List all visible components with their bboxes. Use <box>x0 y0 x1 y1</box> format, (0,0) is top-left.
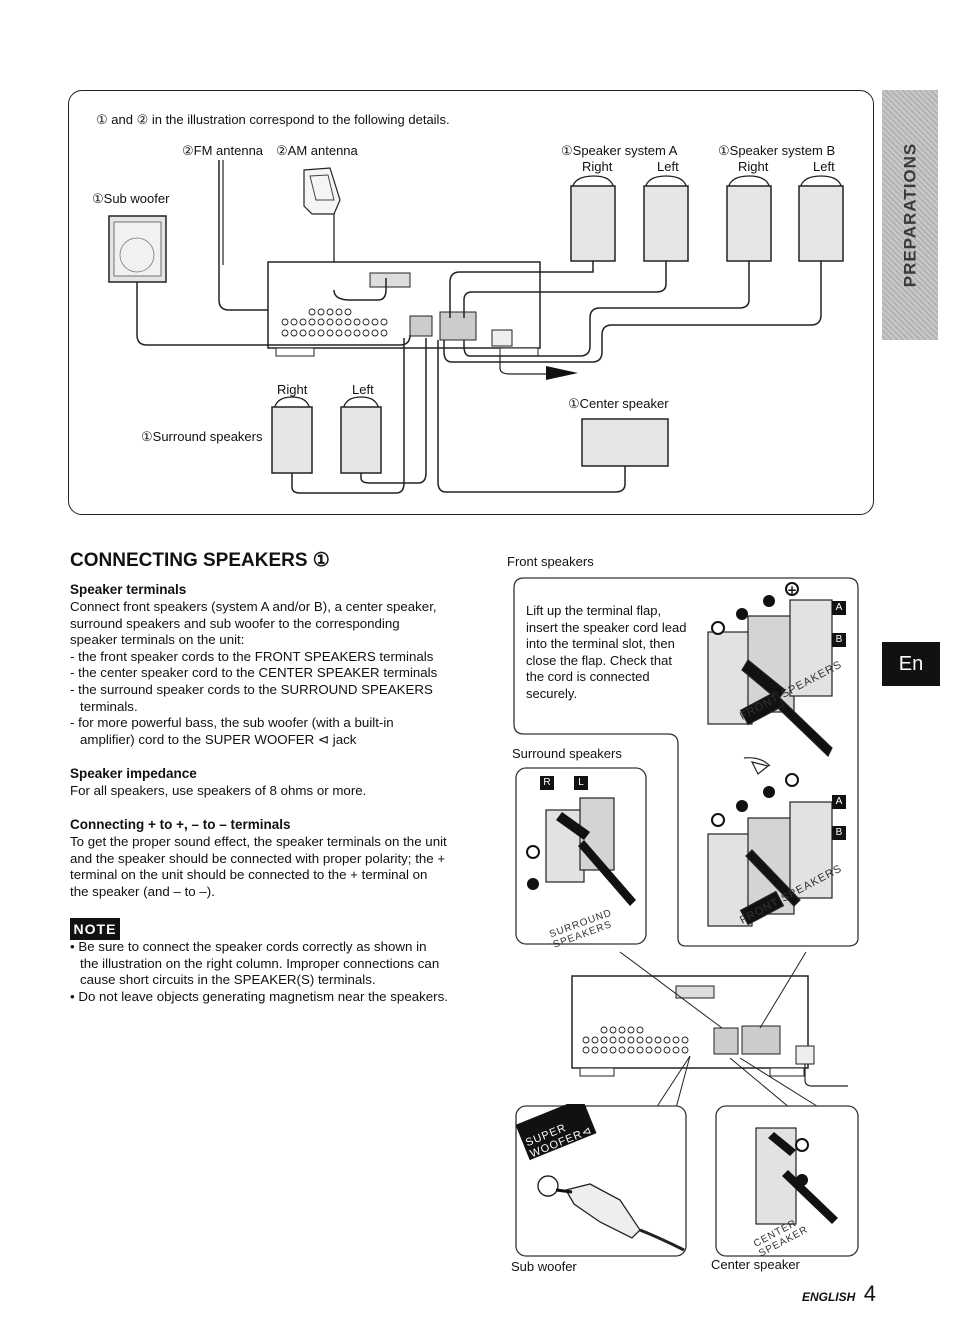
note-item-connection: • Be sure to connect the speaker cords c… <box>70 939 440 988</box>
terminals-item-woofer: - for more powerful bass, the sub woofer… <box>70 715 394 747</box>
center-speaker-label: ①Center speaker <box>568 396 669 411</box>
receiver-unit-icon <box>267 261 541 357</box>
section-title: CONNECTING SPEAKERS ① <box>70 550 330 571</box>
notes-list: • Be sure to connect the speaker cords c… <box>70 939 448 1005</box>
diagram-intro: ① and ② in the illustration correspond t… <box>96 112 450 127</box>
speaker-terminals-intro: Connect front speakers (system A and/or … <box>70 599 437 648</box>
surround-speakers-label: ①Surround speakers <box>141 429 263 444</box>
sub-woofer-label: ①Sub woofer <box>92 191 170 206</box>
speaker-system-a-label: ①Speaker system A <box>561 143 678 158</box>
note-item-magnetism: • Do not leave objects generating magnet… <box>70 988 448 1004</box>
connection-diagram <box>108 160 844 494</box>
front-speaker-b-left-icon <box>798 175 844 262</box>
front-terminal-panel: + <box>513 577 859 947</box>
system-a-right-label: Right <box>582 159 613 174</box>
note-badge: NOTE <box>70 918 120 940</box>
system-a-left-label: Left <box>657 159 679 174</box>
surround-tag-r: R <box>543 777 551 788</box>
polarity-text: To get the proper sound effect, the spea… <box>70 834 447 899</box>
front-tag-b-upper: B <box>832 633 846 647</box>
system-b-left-label: Left <box>813 159 835 174</box>
front-terminal-block-upper-icon <box>707 599 833 757</box>
surround-speaker-left-icon <box>340 396 382 474</box>
surround-speakers-label-right: Surround speakers <box>512 746 622 761</box>
front-instruction-text: Lift up the terminal flap, insert the sp… <box>526 603 687 701</box>
terminals-item-center: - the center speaker cord to the CENTER … <box>70 665 438 681</box>
rca-plug-icon <box>537 1175 685 1252</box>
front-tag-a-lower: A <box>832 795 846 809</box>
front-speakers-label: Front speakers <box>507 554 594 569</box>
preparations-tab: PREPARATIONS <box>882 90 938 340</box>
center-terminal-panel <box>715 1105 859 1257</box>
sub-woofer-panel <box>515 1104 687 1257</box>
front-terminal-block-lower-icon <box>707 801 833 927</box>
fm-antenna-label: ②FM antenna <box>182 143 264 158</box>
terminals-item-front: - the front speaker cords to the FRONT S… <box>70 648 434 664</box>
speaker-terminals-heading: Speaker terminals <box>70 582 187 597</box>
surround-speaker-right-icon <box>271 396 313 474</box>
center-speaker-icon <box>581 418 669 467</box>
front-speaker-b-right-icon <box>726 175 772 262</box>
polarity-heading: Connecting + to +, – to – terminals <box>70 817 291 832</box>
page-footer: ENGLISH 4 <box>802 1281 876 1307</box>
surround-terminal-panel <box>515 767 647 945</box>
terminals-item-surround: - the surround speaker cords to the SURR… <box>70 681 433 714</box>
receiver-rear-panel-icon <box>571 951 848 1109</box>
front-tag-b-lower: B <box>832 826 846 840</box>
svg-text:+: + <box>787 583 797 597</box>
surround-left-label: Left <box>352 382 374 397</box>
front-speaker-a-left-icon <box>643 175 689 262</box>
preparations-tab-label: PREPARATIONS <box>900 142 920 288</box>
front-tag-a-upper: A <box>832 601 846 615</box>
page-number: 4 <box>863 1281 876 1306</box>
sub-woofer-caption: Sub woofer <box>511 1259 577 1274</box>
speaker-impedance-text: For all speakers, use speakers of 8 ohms… <box>70 783 367 798</box>
system-b-right-label: Right <box>738 159 769 174</box>
speaker-system-b-label: ①Speaker system B <box>718 143 836 158</box>
center-speaker-caption: Center speaker <box>711 1257 800 1272</box>
sub-woofer-icon <box>108 215 167 283</box>
am-antenna-label: ②AM antenna <box>276 143 358 158</box>
surround-right-label: Right <box>277 382 308 397</box>
front-speaker-a-right-icon <box>570 175 616 262</box>
language-tab: En <box>882 642 940 686</box>
connection-diagram-frame <box>68 90 874 515</box>
surround-tag-l: L <box>578 777 584 788</box>
speaker-terminals-text: Connect front speakers (system A and/or … <box>70 599 448 748</box>
footer-language: ENGLISH <box>801 1290 856 1304</box>
speaker-impedance-heading: Speaker impedance <box>70 766 197 781</box>
